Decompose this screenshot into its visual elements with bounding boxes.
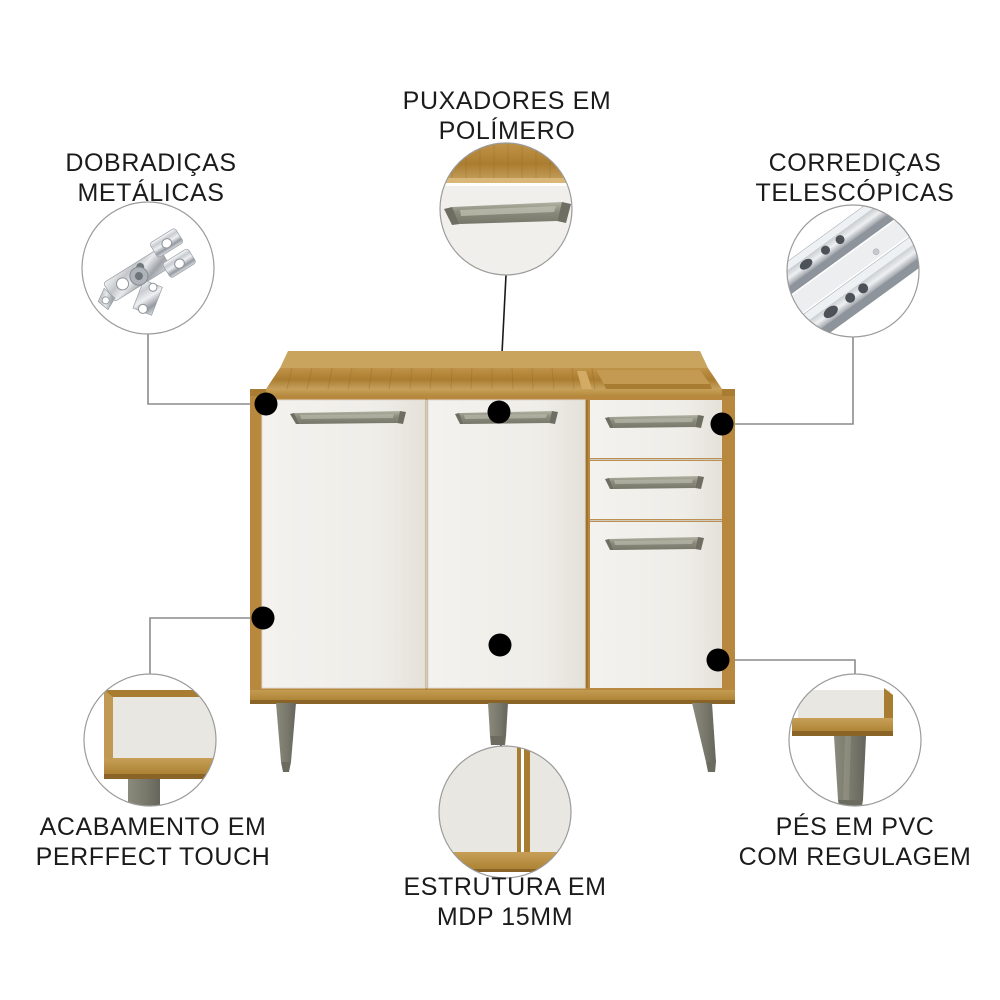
drawer-handle-2[interactable]	[605, 476, 704, 489]
connector-line-finish	[149, 617, 263, 674]
connector-dots	[251, 392, 734, 672]
cabinet-drawer-2[interactable]	[590, 461, 722, 519]
callout-label-feet: PÉS EM PVC COM REGULAGEM	[738, 813, 972, 871]
detail-circle-slides	[786, 204, 920, 338]
detail-circle-finish	[83, 673, 217, 807]
cabinet-top-rail-3	[604, 384, 712, 389]
anchor-dot-hinges[interactable]	[254, 392, 278, 416]
cabinet-top-back-panel	[280, 351, 708, 368]
detail-circle-outline-handles	[439, 142, 573, 276]
cabinet-bottom-panel	[250, 688, 735, 703]
detail-circle-outline-structure	[438, 745, 572, 879]
cabinet-door-center[interactable]	[428, 400, 585, 688]
door-handle-left[interactable]	[290, 411, 406, 424]
cabinet-door-left[interactable]	[262, 400, 425, 688]
detail-circle-handles	[439, 142, 573, 276]
cabinet-top-rail-1	[577, 371, 592, 389]
detail-circle-outline-feet	[788, 673, 922, 807]
cabinet-leg-right	[692, 703, 716, 772]
detail-circle-structure	[438, 745, 572, 879]
cabinet-bottom-shadow	[250, 700, 735, 704]
callout-label-hinges: DOBRADIÇAS METÁLICAS	[65, 149, 237, 207]
callout-label-finish: ACABAMENTO EM PERFFECT TOUCH	[35, 813, 271, 871]
cabinet-door-center-edge	[427, 399, 586, 689]
anchor-dot-finish[interactable]	[251, 606, 275, 630]
cabinet-illustration	[250, 351, 735, 772]
cabinet-leg-center	[488, 703, 508, 745]
detail-circle-outline-slides	[786, 204, 920, 338]
detail-circle-outline-finish	[83, 673, 217, 807]
anchor-dot-handles[interactable]	[487, 400, 511, 424]
cabinet-leg-left	[276, 703, 296, 772]
callout-label-handles: PUXADORES EM POLÍMERO	[402, 87, 612, 145]
connector-line-slides	[722, 337, 854, 425]
drawer-handle-1[interactable]	[605, 415, 704, 428]
callout-label-structure: ESTRUTURA EM MDP 15MM	[403, 873, 607, 931]
cabinet-top-rail-2	[596, 370, 710, 384]
connector-line-feet	[718, 659, 856, 674]
cabinet-door-left-edge	[261, 399, 426, 689]
cabinet-drawer-1[interactable]	[590, 400, 722, 458]
anchor-dot-structure[interactable]	[488, 633, 512, 657]
drawer-handle-3[interactable]	[605, 537, 704, 550]
detail-circle-outline-hinges	[81, 201, 215, 335]
cabinet-top-grain	[286, 367, 596, 390]
detail-circle-feet	[788, 673, 922, 807]
callout-label-slides: CORREDIÇAS TELESCÓPICAS	[755, 149, 955, 207]
connector-line-hinges	[147, 334, 266, 405]
anchor-dot-slides[interactable]	[710, 412, 734, 436]
detail-circle-hinges	[81, 201, 215, 335]
anchor-dot-feet[interactable]	[706, 648, 730, 672]
